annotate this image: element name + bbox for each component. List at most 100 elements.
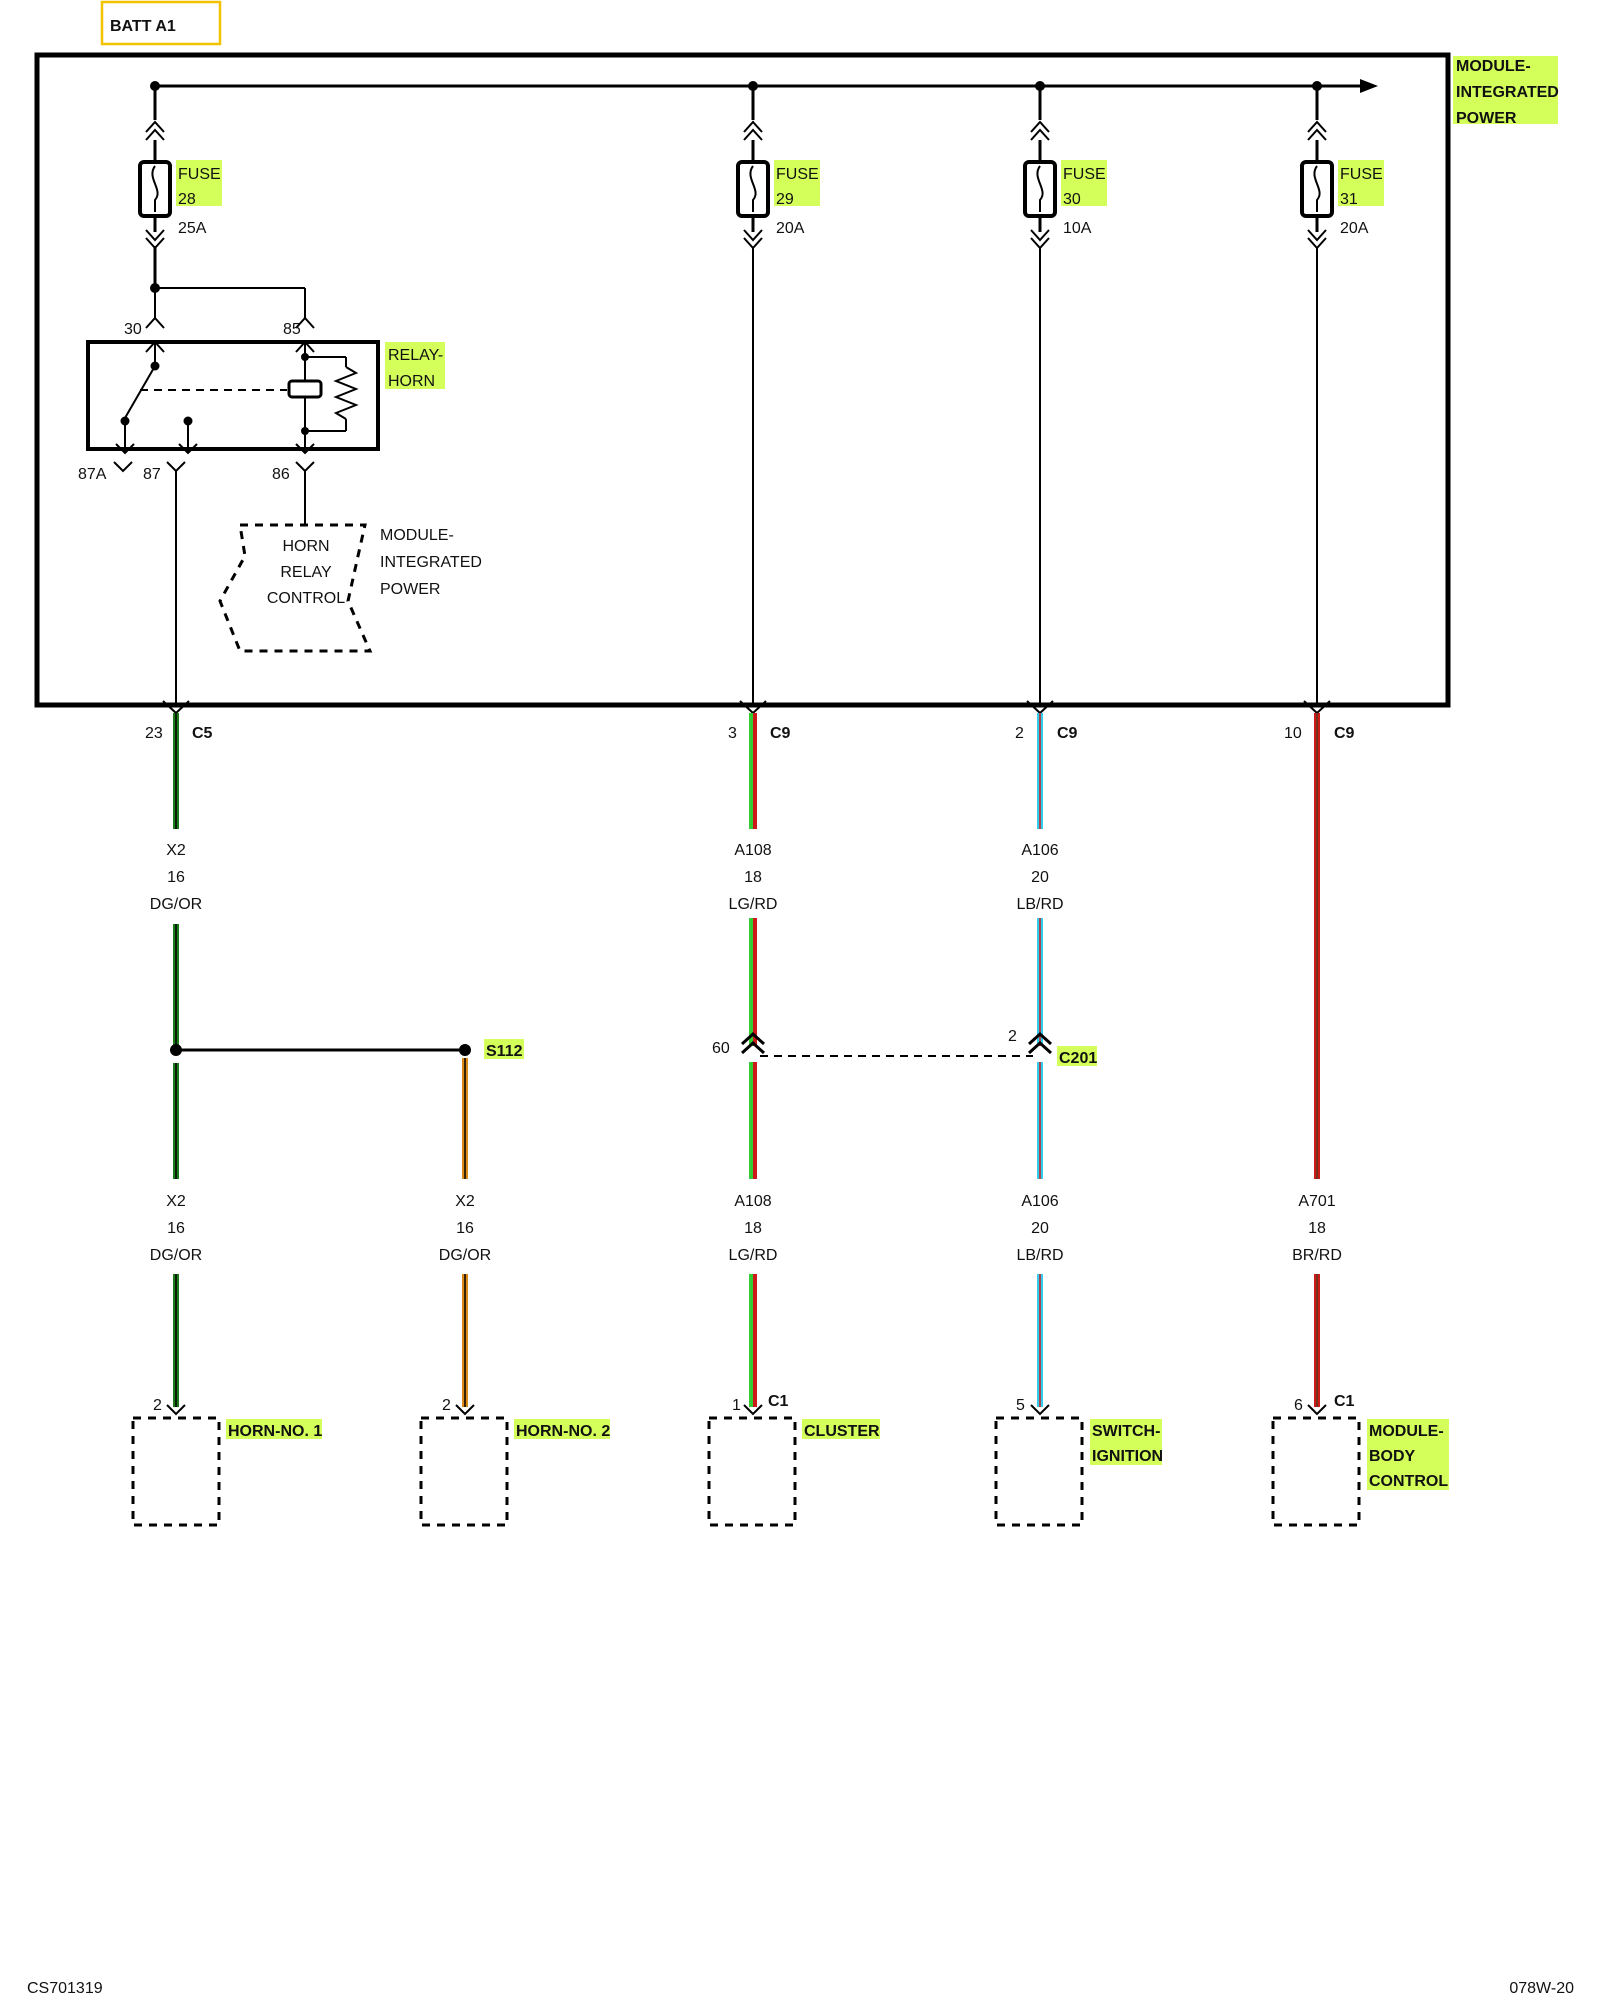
c201-pin-b: 2 xyxy=(1008,1028,1017,1045)
fuse-30-label-2: 30 xyxy=(1063,191,1081,208)
wire-x2-horn1-circuit: X2 xyxy=(166,1193,186,1210)
relay-label-1: RELAY- xyxy=(388,347,443,364)
wire-a108-lower-circuit: A108 xyxy=(734,1193,771,1210)
relay-pin-85: 85 xyxy=(283,321,301,338)
relay-pin-87-connector xyxy=(166,461,186,473)
fuse-31-rating: 20A xyxy=(1340,220,1369,237)
fuse-29-label-1: FUSE xyxy=(776,166,819,183)
wire-a701 xyxy=(1314,713,1320,1407)
horn-2-pin: 2 xyxy=(442,1397,451,1414)
connector-c5-pin: 23 xyxy=(145,725,163,742)
wire-x2-horn2-gauge: 16 xyxy=(456,1220,474,1237)
wire-a106-lower-color: LB/RD xyxy=(1016,1247,1063,1264)
splice-s112-label: S112 xyxy=(486,1043,523,1060)
fuse-31: FUSE 31 20A xyxy=(1300,86,1384,250)
module-body-control-label-3: CONTROL xyxy=(1369,1473,1448,1490)
wire-x2-horn2-circuit: X2 xyxy=(455,1193,475,1210)
horn-1-box xyxy=(131,1416,221,1527)
c201-name: C201 xyxy=(1059,1050,1097,1067)
wire-x2-horn2 xyxy=(462,1058,468,1407)
c201-pin-a: 60 xyxy=(712,1040,730,1057)
horn-relay-control-3: CONTROL xyxy=(267,590,345,607)
relay-switch-arm xyxy=(124,365,156,419)
horn-control-module-1: MODULE- xyxy=(380,527,454,544)
switch-ignition-pin: 5 xyxy=(1016,1397,1025,1414)
relay-label-2: HORN xyxy=(388,373,435,390)
horn-control-module-3: POWER xyxy=(380,581,440,598)
footer-left-id: CS701319 xyxy=(27,1980,103,1997)
relay-pin-87a: 87A xyxy=(78,466,107,483)
horn-control-module-2: INTEGRATED xyxy=(380,554,482,571)
module-body-control-connector: C1 xyxy=(1334,1393,1355,1410)
wire-a108-upper-circuit: A108 xyxy=(734,842,771,859)
battery-label: BATT A1 xyxy=(110,18,176,35)
relay-pin-30-connector xyxy=(145,316,165,329)
horn-relay-control-box xyxy=(218,523,373,653)
relay-horn xyxy=(86,340,380,455)
horn-2-label: HORN-NO. 2 xyxy=(516,1423,610,1440)
relay-pin-87a-connector xyxy=(113,461,133,473)
fuse-28: FUSE 28 25A xyxy=(138,86,222,288)
fuse-29-rating: 20A xyxy=(776,220,805,237)
connector-c9-2-pin: 2 xyxy=(1015,725,1024,742)
module-integrated-power-box xyxy=(34,52,1451,708)
fuse-30: FUSE 30 10A xyxy=(1023,86,1107,250)
wire-a106-upper-gauge: 20 xyxy=(1031,869,1049,886)
switch-ignition-box xyxy=(994,1416,1084,1527)
component-switch-ignition: 5 SWITCH- IGNITION xyxy=(994,1397,1163,1527)
wire-a106-lower-gauge: 20 xyxy=(1031,1220,1049,1237)
connector-c9-3-pin: 3 xyxy=(728,725,737,742)
wire-x2-upper-gauge: 16 xyxy=(167,869,185,886)
relay-label-highlight xyxy=(385,342,445,389)
battery-label-box xyxy=(100,0,222,46)
horn-relay-control-1: HORN xyxy=(282,538,329,555)
horn-1-pin: 2 xyxy=(153,1397,162,1414)
wire-a108 xyxy=(749,713,757,1407)
component-horn-1: 2 HORN-NO. 1 xyxy=(131,1397,322,1527)
connector-c5-name: C5 xyxy=(192,725,213,742)
wire-a701-color: BR/RD xyxy=(1292,1247,1342,1264)
footer-right-id: 078W-20 xyxy=(1509,1980,1574,1997)
inline-connector-c201: 60 2 C201 xyxy=(712,1028,1097,1067)
connector-c9-10-name: C9 xyxy=(1334,725,1355,742)
cluster-connector: C1 xyxy=(768,1393,789,1410)
module-body-control-label-2: BODY xyxy=(1369,1448,1416,1465)
wire-x2-upper-circuit: X2 xyxy=(166,842,186,859)
module-body-control-box xyxy=(1271,1416,1361,1527)
wire-a108-lower-color: LG/RD xyxy=(729,1247,778,1264)
fuse-30-rating: 10A xyxy=(1063,220,1092,237)
connector-c9-10-pin: 10 xyxy=(1284,725,1302,742)
wire-x2-horn1-gauge: 16 xyxy=(167,1220,185,1237)
cluster-pin: 1 xyxy=(732,1397,741,1414)
switch-ignition-label-1: SWITCH- xyxy=(1092,1423,1160,1440)
relay-coil xyxy=(287,379,323,399)
wire-x2-horn1 xyxy=(173,713,179,1407)
cluster-label: CLUSTER xyxy=(804,1423,880,1440)
wire-a106 xyxy=(1037,713,1043,1407)
relay-coil-resistor xyxy=(333,366,359,420)
fuse-31-label-1: FUSE xyxy=(1340,166,1383,183)
component-cluster: 1 C1 CLUSTER xyxy=(707,1393,880,1527)
relay-horn-box xyxy=(86,340,380,451)
horn-relay-control-2: RELAY xyxy=(280,564,332,581)
module-label-3: POWER xyxy=(1456,110,1517,127)
fuse-29: FUSE 29 20A xyxy=(736,86,820,250)
module-label-2: INTEGRATED xyxy=(1456,84,1559,101)
wire-x2-horn1-color: DG/OR xyxy=(150,1247,202,1264)
wire-a108-upper-gauge: 18 xyxy=(744,869,762,886)
wire-a701-gauge: 18 xyxy=(1308,1220,1326,1237)
fuse-28-connector-bottom xyxy=(145,229,165,250)
power-bus-arrow xyxy=(1360,79,1378,93)
relay-pin-86-connector xyxy=(295,461,315,473)
switch-ignition-label-2: IGNITION xyxy=(1092,1448,1163,1465)
fuse-28-connector-top xyxy=(145,120,165,141)
wire-x2-upper-color: DG/OR xyxy=(150,896,202,913)
fuse-28-label-1: FUSE xyxy=(178,166,221,183)
wire-a106-lower-circuit: A106 xyxy=(1021,1193,1058,1210)
wire-x2-horn2-color: DG/OR xyxy=(439,1247,491,1264)
fuse-31-label-2: 31 xyxy=(1340,191,1358,208)
fuse-30-label-1: FUSE xyxy=(1063,166,1106,183)
connector-c9-2-name: C9 xyxy=(1057,725,1078,742)
wire-a108-upper-color: LG/RD xyxy=(729,896,778,913)
